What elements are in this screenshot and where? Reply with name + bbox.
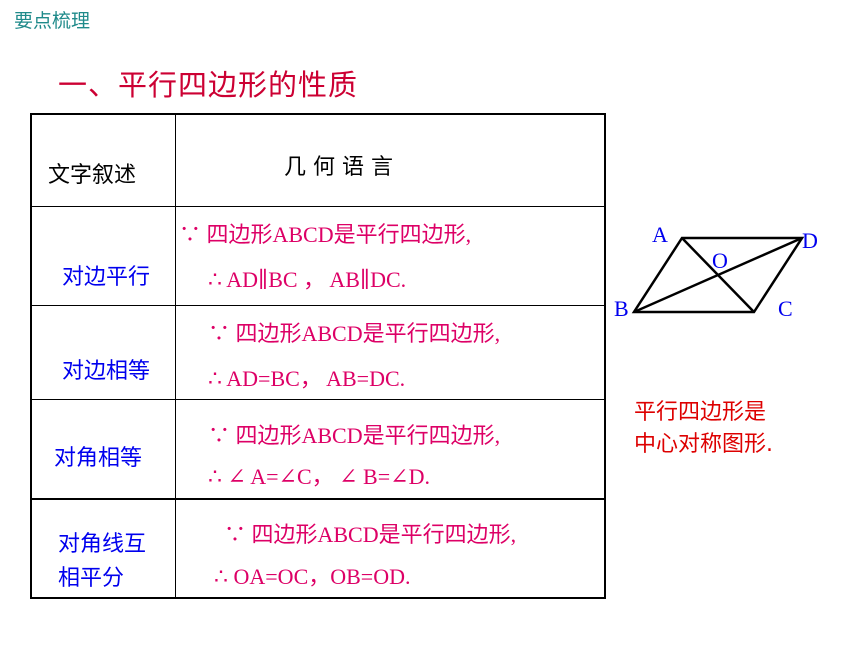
row-3-conclusion: ∴ ∠ A=∠C， ∠ B=∠D.: [208, 464, 430, 489]
row-label-opposite-sides-parallel: 对边平行: [62, 265, 151, 290]
diagonal-bd: [633, 236, 803, 314]
row-2-given: ∵ 四边形ABCD是平行四边形,: [208, 321, 501, 346]
header-text-description: 文字叙述: [48, 163, 137, 188]
page-title: 一、平行四边形的性质: [58, 68, 359, 102]
table-row-divider: [32, 305, 606, 306]
vertex-label-a: A: [652, 222, 668, 247]
header-geometric-language: 几 何 语 言: [284, 155, 393, 180]
row-label-opposite-sides-equal: 对边相等: [62, 359, 151, 384]
parallelogram-diagram: A D O B C: [614, 222, 818, 321]
vertex-label-b: B: [614, 296, 629, 321]
row-4-given: ∵ 四边形ABCD是平行四边形,: [224, 522, 517, 547]
section-header: 要点梳理: [14, 10, 91, 32]
central-symmetry-note: 平行四边形是 中心对称图形.: [634, 397, 773, 461]
table-row-divider: [32, 498, 606, 500]
row-4-conclusion: ∴ OA=OC，OB=OD.: [214, 564, 411, 589]
vertex-label-c: C: [778, 296, 793, 321]
row-1-conclusion: ∴ AD∥BC ， AB∥DC.: [208, 267, 407, 292]
note-line-1: 平行四边形是: [634, 400, 767, 425]
row-label-diagonals-bisect-line2: 相平分: [58, 566, 125, 591]
row-label-opposite-angles-equal: 对角相等: [54, 446, 143, 471]
table-column-divider: [175, 115, 176, 599]
row-2-conclusion: ∴ AD=BC， AB=DC.: [208, 366, 406, 391]
table-row-divider: [32, 206, 606, 207]
row-label-diagonals-bisect-line1: 对角线互: [58, 532, 147, 557]
note-line-2: 中心对称图形.: [634, 432, 773, 457]
row-3-given: ∵ 四边形ABCD是平行四边形,: [208, 423, 501, 448]
row-1-given: ∵ 四边形ABCD是平行四边形,: [179, 222, 472, 247]
properties-table: 文字叙述 几 何 语 言 对边平行 ∵ 四边形ABCD是平行四边形, ∴ AD∥…: [30, 113, 606, 599]
vertex-label-d: D: [802, 228, 818, 253]
center-label-o: O: [712, 248, 728, 273]
table-row-divider: [32, 399, 606, 400]
